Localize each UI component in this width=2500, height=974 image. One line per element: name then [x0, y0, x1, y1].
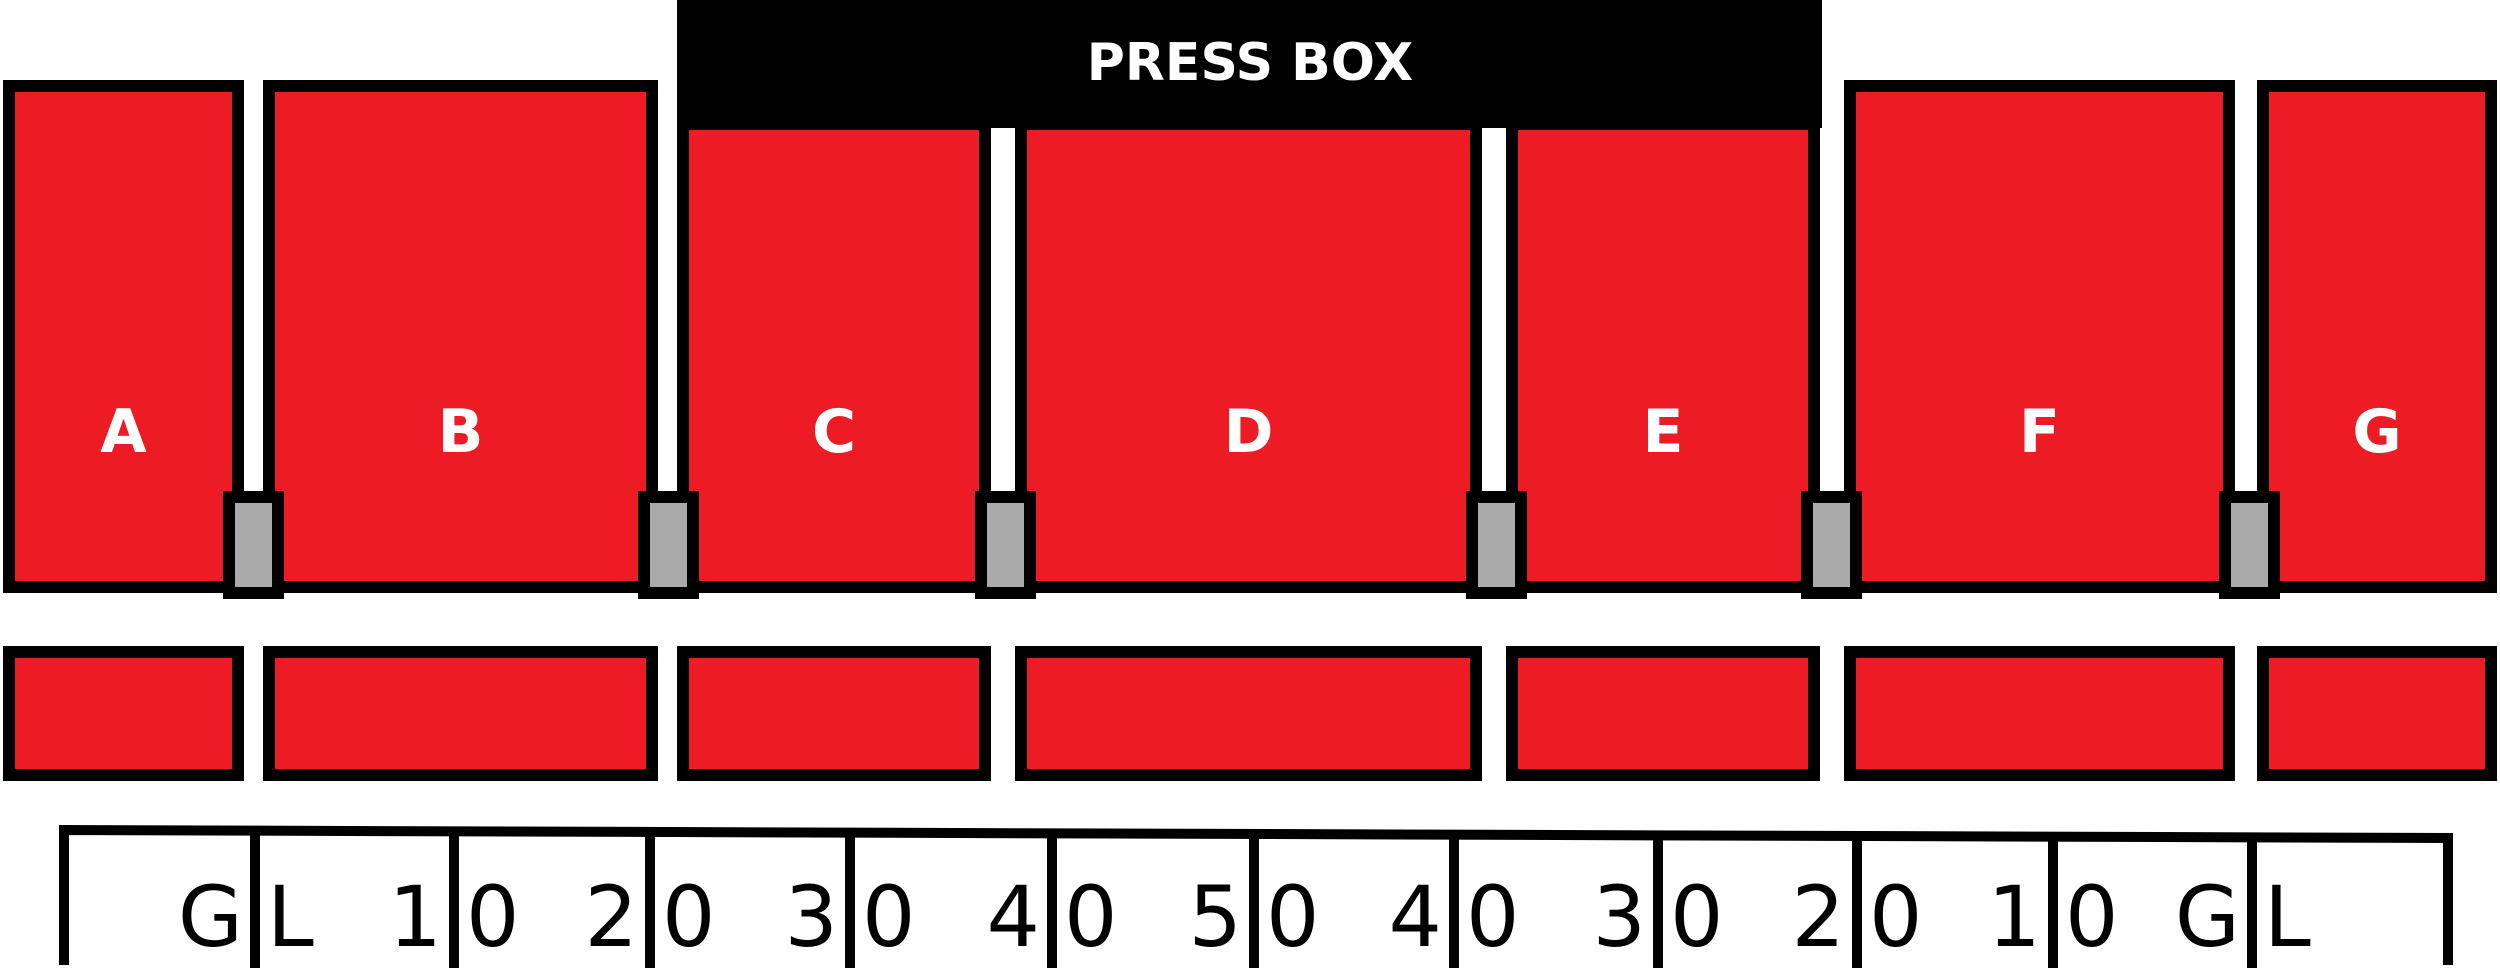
yard-number-right: L [2264, 868, 2311, 966]
yard-number-left: 1 [389, 868, 442, 966]
yard-number-right: 0 [1266, 868, 1319, 966]
yard-number-left: 3 [785, 868, 838, 966]
yard-number-left: G [2175, 868, 2240, 966]
section-label: G [2352, 397, 2401, 467]
aisle-entrance[interactable] [975, 491, 1036, 599]
yard-number-right: 0 [1869, 868, 1922, 966]
yard-number-left: 2 [585, 868, 638, 966]
aisle-entrance[interactable] [2219, 491, 2280, 599]
yard-number-left: 2 [1792, 868, 1845, 966]
yard-number-right: 0 [2065, 868, 2118, 966]
yard-number-right: 0 [1064, 868, 1117, 966]
press-box[interactable] [677, 0, 1822, 128]
section-d-lower[interactable] [1015, 646, 1482, 781]
press-box-label: PRESS BOX [1087, 33, 1413, 93]
yard-number-right: L [267, 868, 314, 966]
section-label: A [100, 397, 147, 467]
aisle-entrance[interactable] [1801, 491, 1862, 599]
section-label: D [1224, 397, 1274, 467]
section-e-upper[interactable] [1506, 118, 1820, 593]
section-label: E [1643, 397, 1684, 467]
section-b-lower[interactable] [263, 646, 658, 781]
section-d-upper[interactable] [1015, 118, 1482, 593]
section-g-lower[interactable] [2257, 646, 2497, 781]
yard-number-left: 4 [987, 868, 1040, 966]
section-f-upper[interactable] [1844, 80, 2235, 593]
section-a-upper[interactable] [3, 80, 244, 593]
yard-number-left: G [178, 868, 243, 966]
yard-number-left: 1 [1988, 868, 2041, 966]
yard-number-right: 0 [662, 868, 715, 966]
section-label: F [2019, 397, 2060, 467]
section-b-upper[interactable] [263, 80, 658, 593]
section-c-upper[interactable] [677, 118, 991, 593]
section-e-lower[interactable] [1506, 646, 1820, 781]
aisle-entrance[interactable] [1466, 491, 1527, 599]
yard-number-right: 0 [1466, 868, 1519, 966]
section-label: C [812, 397, 856, 467]
aisle-entrance[interactable] [223, 491, 284, 599]
yard-number-right: 0 [466, 868, 519, 966]
section-a-lower[interactable] [3, 646, 244, 781]
aisle-entrance[interactable] [638, 491, 699, 599]
yard-number-right: 0 [862, 868, 915, 966]
yard-number-left: 5 [1189, 868, 1242, 966]
section-g-upper[interactable] [2257, 80, 2497, 593]
yard-number-right: 0 [1670, 868, 1723, 966]
yard-number-left: 3 [1593, 868, 1646, 966]
section-label: B [438, 397, 484, 467]
section-c-lower[interactable] [677, 646, 991, 781]
yard-number-left: 4 [1389, 868, 1442, 966]
section-f-lower[interactable] [1844, 646, 2235, 781]
